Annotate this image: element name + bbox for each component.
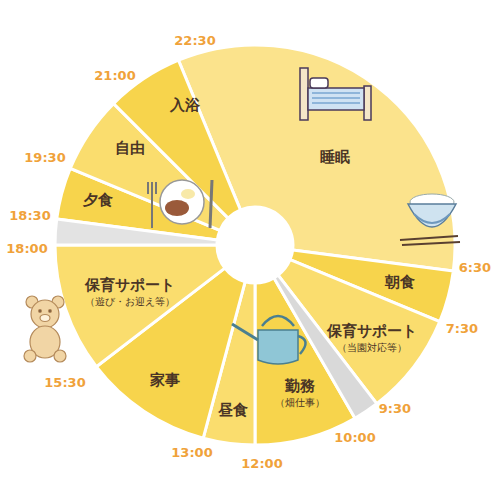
activity-name: 夕食 — [83, 191, 113, 210]
time-label: 19:30 — [24, 150, 65, 165]
schedule-wedge — [55, 245, 225, 367]
activity-note: （畑仕事） — [275, 396, 325, 409]
schedule-segment: 昼食 — [218, 401, 248, 420]
watering-can-icon — [232, 316, 306, 364]
activity-name: 勤務 — [275, 377, 325, 396]
schedule-segment: 勤務（畑仕事） — [275, 377, 325, 409]
schedule-segment: 家事 — [150, 371, 180, 390]
time-label: 15:30 — [44, 375, 85, 390]
time-label: 18:00 — [6, 241, 47, 256]
time-label: 6:30 — [459, 260, 491, 275]
schedule-segment: 朝食 — [385, 273, 415, 292]
time-label: 22:30 — [174, 33, 215, 48]
bed-icon — [300, 68, 371, 120]
activity-name: 家事 — [150, 371, 180, 390]
teddy-bear-icon — [24, 296, 66, 362]
time-label: 12:00 — [241, 456, 282, 471]
activity-name: 自由 — [115, 139, 145, 158]
activity-name: 朝食 — [385, 273, 415, 292]
schedule-segment: 睡眠 — [320, 148, 350, 167]
schedule-segment: 保育サポート（遊び・お迎え等） — [85, 276, 175, 308]
time-label: 7:30 — [446, 321, 478, 336]
activity-note: （当園対応等） — [327, 341, 417, 354]
schedule-segment: 夕食 — [83, 191, 113, 210]
time-label: 9:30 — [379, 401, 411, 416]
activity-name: 保育サポート — [85, 276, 175, 295]
time-label: 18:30 — [9, 208, 50, 223]
schedule-segment: 入浴 — [170, 96, 200, 115]
travel-wedge — [55, 219, 217, 245]
activity-note: （遊び・お迎え等） — [85, 295, 175, 308]
schedule-segment: 自由 — [115, 139, 145, 158]
time-label: 10:00 — [334, 430, 375, 445]
time-label: 13:00 — [171, 445, 212, 460]
dinner-plate-icon — [148, 180, 212, 228]
rice-bowl-icon — [400, 194, 460, 245]
center-hole — [217, 207, 293, 283]
schedule-segment: 保育サポート（当園対応等） — [327, 322, 417, 354]
activity-name: 昼食 — [218, 401, 248, 420]
time-label: 21:00 — [94, 68, 135, 83]
activity-name: 入浴 — [170, 96, 200, 115]
activity-name: 保育サポート — [327, 322, 417, 341]
activity-name: 睡眠 — [320, 148, 350, 167]
